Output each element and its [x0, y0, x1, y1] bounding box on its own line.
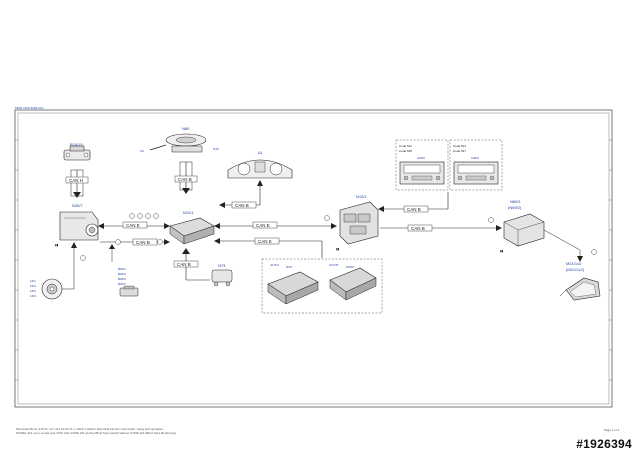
label-b24-15: B24/15 [70, 142, 83, 147]
label-code527: Code 527 [453, 149, 466, 153]
a1-instrument-cluster-icon [227, 159, 293, 179]
can-b-label-4: CAN B [235, 203, 249, 208]
label-code511: Code 511 [399, 144, 412, 148]
m21-mirror-icon [559, 277, 601, 301]
label-a1: A1 [258, 150, 264, 155]
ground-tag-n30: ▮▮ [55, 243, 59, 247]
label-n3-10: N3/10 [346, 265, 354, 269]
n73-module-icon [211, 269, 233, 287]
bus-can-b-n10-to-headunits: CAN B [378, 192, 449, 213]
engine-ecu-1-icon [267, 271, 319, 305]
a40-3-head-unit-icon [453, 161, 499, 185]
can-b-label-2: CAN B [136, 240, 150, 245]
bus-can-b-a1-to-center: CAN B [219, 180, 263, 209]
frame-ticks [15, 139, 612, 381]
label-n69-1: N69/1 [510, 199, 521, 204]
footer-text: Mercedes-Benz, 219 Nr. 10 Y-H1 Se 04 71 … [16, 427, 176, 435]
label-jup5: U/U7/5 [329, 263, 339, 267]
center-control-module-icon [169, 217, 215, 245]
n69-1-door-module-icon [503, 213, 545, 247]
bus-can-h-b24-to-n30: CAN H [65, 169, 89, 198]
l6-sensors-label-group: L6/1 L6/2 L6/3 L6/4 [30, 279, 36, 298]
line-b26-to-n30 [109, 244, 115, 262]
bus-can-b-n73-to-center: CAN B [173, 248, 210, 281]
diagram-frame [14, 109, 613, 408]
can-b-label-5: CAN B [407, 207, 421, 212]
can-e-label-2: CAN E [256, 223, 270, 228]
label-n80: N80 [182, 126, 190, 131]
can-b-label-6: CAN B [411, 226, 425, 231]
n80-steering-column-icon [149, 133, 207, 153]
label-m21b: (M21/2x2) [566, 267, 585, 272]
sensor-b26-7: B26/7 [118, 282, 126, 286]
bus-can-b-n10-to-n69: CAN B [380, 217, 502, 232]
a2-60-head-unit-icon [399, 161, 445, 185]
bus-can-b-n30-to-center: CAN B [100, 238, 170, 246]
sensor-l6-1: L6/1 [30, 279, 36, 283]
sensor-b26-3: B26/3 [118, 272, 126, 276]
b26-sensor-icon [119, 285, 139, 297]
label-n73: N73 [218, 263, 226, 268]
watermark-id: #1926394 [576, 437, 632, 451]
n10-1-sam-module-icon [339, 201, 379, 245]
diagram-header-tag: PE54.15-B-2004-01A [15, 106, 44, 110]
bus-can-e-n3-to-center: CAN E [214, 237, 323, 258]
can-h-label: CAN H [69, 178, 83, 183]
b26-sensors-label-group: B26/2 B26/3 B26/5 B26/7 [118, 267, 126, 286]
label-jup4: J/U7/4 [270, 263, 279, 267]
label-code512: Code 512 [453, 144, 466, 148]
can-e-label-3: CAN E [258, 239, 272, 244]
engine-ecu-2-icon [329, 267, 377, 301]
footer-line-2: MODEL 221 up to model year 2010 with COD… [16, 431, 176, 435]
label-a40-3: A40/3 [471, 156, 479, 160]
bus-can-e-center-to-n10: CAN E [214, 215, 337, 229]
bus-can-b-n80-to-n10: CAN B [174, 161, 198, 194]
line-n69-to-m21 [543, 229, 597, 262]
label-m21: M21/1x2 [566, 261, 582, 266]
can-b-label-1: CAN B [178, 177, 192, 182]
sensor-b26-5: B26/5 [118, 277, 126, 281]
label-n10-1: N10/1 [356, 194, 367, 199]
sensor-l6-2: L6/2 [30, 284, 36, 288]
a40-3-dashed-box [449, 139, 503, 191]
can-e-label-1: CAN E [126, 223, 140, 228]
label-a2-60: A2/60 [417, 156, 425, 160]
sensor-b26-2: B26/2 [118, 267, 126, 271]
diagram-frame-inner [17, 112, 610, 405]
footer-page: Page 1 of 1 [604, 428, 620, 432]
sensor-l6-4: L6/4 [30, 294, 36, 298]
can-b-label-3: CAN B [177, 262, 191, 267]
engine-ecu-dashed-box [261, 258, 383, 314]
label-n10-center: N10/1 [183, 210, 194, 215]
label-n3-7: N3/7 [286, 265, 293, 269]
label-s4: S4 [140, 149, 144, 153]
n30-7-module-icon [59, 211, 99, 241]
label-code525: Code 525 [399, 149, 412, 153]
line-l6-to-n30 [62, 242, 86, 290]
label-n49: N49 [213, 147, 219, 151]
b24-15-sensor-icon [63, 145, 91, 161]
ground-tag-n69: ▮▮ [500, 249, 504, 253]
bus-can-e-n30-to-center: CAN E [98, 213, 170, 229]
a2-60-dashed-box [395, 139, 449, 191]
wheel-speed-sensor-icon [41, 278, 63, 300]
label-n30-7: N30/7 [72, 203, 83, 208]
footer-line-1: Mercedes-Benz, 219 Nr. 10 Y-H1 Se 04 71 … [16, 427, 164, 431]
ground-tag-n10: ▮▮ [336, 247, 340, 251]
label-n69-2: (N69/2) [508, 205, 522, 210]
sensor-l6-3: L6/3 [30, 289, 36, 293]
